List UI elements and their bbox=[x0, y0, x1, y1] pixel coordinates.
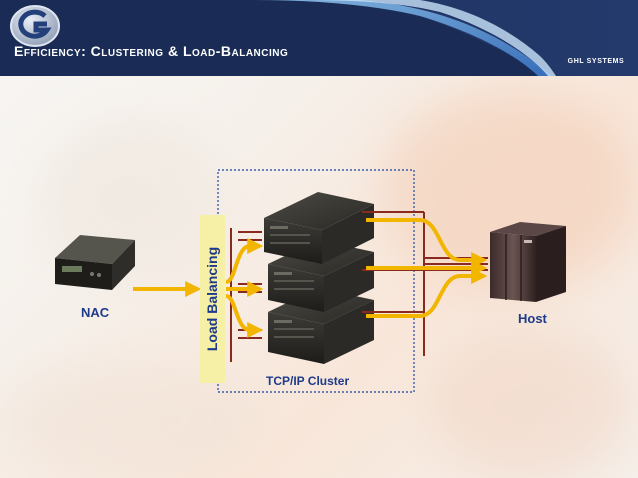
logo-text: GHL SYSTEMS bbox=[567, 58, 625, 65]
logo-icon bbox=[10, 5, 60, 47]
background-glow bbox=[430, 330, 630, 478]
server-icon bbox=[264, 192, 374, 264]
host-mainframe-icon bbox=[490, 222, 566, 302]
header-band: Efficiency: Clustering & Load-Balancing … bbox=[0, 0, 638, 84]
load-balancer-label-wrap: Load Balancing bbox=[200, 215, 225, 383]
load-balancer-label: Load Balancing bbox=[204, 246, 221, 352]
lb-arrow-bottom bbox=[225, 294, 264, 338]
host-label: Host bbox=[518, 311, 547, 326]
header-swoosh bbox=[0, 0, 638, 76]
nac-device-icon bbox=[55, 235, 135, 290]
host-arrow-top bbox=[366, 218, 488, 268]
lb-arrow-top bbox=[225, 238, 264, 284]
cluster-label: TCP/IP Cluster bbox=[266, 374, 350, 388]
nac-label: NAC bbox=[81, 305, 110, 320]
load-balancer-box bbox=[200, 215, 225, 383]
host-arrow-bottom bbox=[366, 268, 488, 318]
slide-title: Efficiency: Clustering & Load-Balancing bbox=[14, 43, 289, 59]
